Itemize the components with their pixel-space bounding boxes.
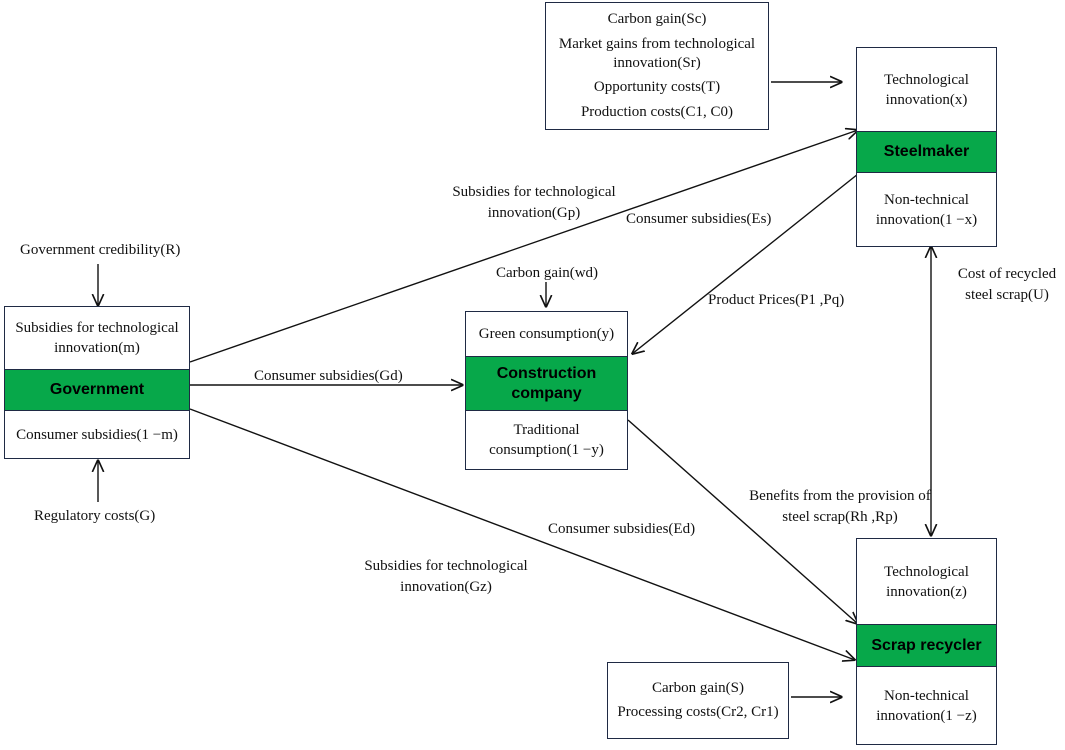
steelmaker-factors-box: Carbon gain(Sc) Market gains from techno…: [545, 2, 769, 130]
recycler-technological-innovation: Technological innovation(z): [884, 563, 969, 600]
recycler-title: Scrap recycler: [857, 624, 996, 667]
label-benefits-steel-scrap: Benefits from the provision of steel scr…: [749, 488, 931, 525]
recycler-factor-processing-costs: Processing costs(Cr2, Cr1): [617, 703, 779, 720]
label-regulatory-costs: Regulatory costs(G): [34, 508, 156, 524]
recycler-factors-box: Carbon gain(S) Processing costs(Cr2, Cr1…: [607, 662, 789, 739]
steel-factor-opportunity-costs: Opportunity costs(T): [593, 79, 721, 96]
label-cost-recycled-scrap: Cost of recycled steel scrap(U): [957, 266, 1057, 303]
construction-green-consumption: Green consumption(y): [478, 326, 615, 342]
label-carbon-gain-wd: Carbon gain(wd): [496, 265, 599, 281]
government-box: Subsidies for technological innovation(m…: [4, 306, 190, 459]
arrow-construction-to-recycler: [627, 419, 858, 624]
label-subsidies-gp: Subsidies for technological innovation(G…: [452, 184, 616, 221]
label-consumer-subsidies-gd: Consumer subsidies(Gd): [254, 368, 403, 384]
government-consumer-subsidy-share: Consumer subsidies(1 −m): [16, 426, 178, 443]
arrow-gov-to-recycler: [189, 408, 855, 660]
arrow-steelmaker-to-construction: [632, 173, 859, 354]
government-tech-subsidy-share: Subsidies for technological innovation(m…: [15, 320, 179, 356]
recycler-non-technical-innovation: Non-technical innovation(1 −z): [876, 687, 977, 724]
construction-company-box: Green consumption(y) Construction compan…: [465, 311, 628, 470]
steelmaker-title: Steelmaker: [857, 131, 996, 173]
steel-factor-production-costs: Production costs(C1, C0): [580, 103, 734, 120]
construction-title: Construction company: [466, 356, 627, 411]
recycler-factor-carbon-gain: Carbon gain(S): [651, 680, 745, 697]
steel-factor-market-gains: Market gains from technological innovati…: [558, 35, 756, 71]
scrap-recycler-box: Technological innovation(z) Scrap recycl…: [856, 538, 997, 745]
government-title: Government: [5, 369, 189, 411]
arrow-gov-to-steelmaker: [189, 130, 858, 363]
label-consumer-subsidies-ed: Consumer subsidies(Ed): [548, 521, 696, 537]
steelmaker-technological-innovation: Technological innovation(x): [884, 71, 969, 108]
label-consumer-subsidies-es: Consumer subsidies(Es): [626, 211, 772, 227]
steelmaker-box: Technological innovation(x) Steelmaker N…: [856, 47, 997, 247]
label-subsidies-gz: Subsidies for technological innovation(G…: [364, 558, 528, 595]
construction-traditional-consumption: Traditional consumption(1 −y): [489, 422, 604, 458]
steel-factor-carbon-gain: Carbon gain(Sc): [607, 11, 707, 28]
label-government-credibility: Government credibility(R): [20, 242, 181, 258]
label-product-prices: Product Prices(P1 ,Pq): [708, 292, 845, 308]
steelmaker-non-technical-innovation: Non-technical innovation(1 −x): [875, 191, 978, 228]
